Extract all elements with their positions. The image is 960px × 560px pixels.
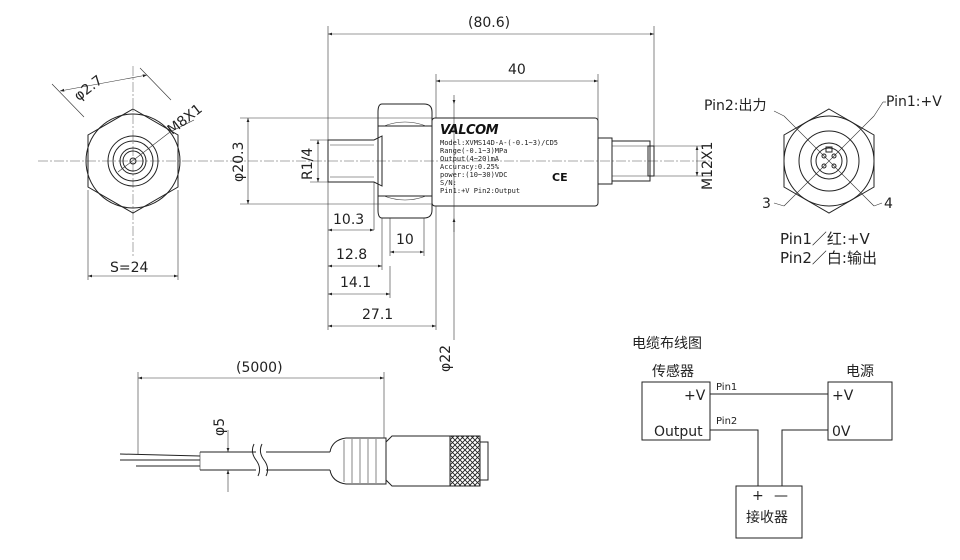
overall-length-label: (80.6) [468,15,510,31]
ce-mark: CE [552,171,568,184]
wire-pin2-label: Pin2 [716,416,737,427]
power-box [827,381,893,441]
wiring-title: 电缆布线图 [632,336,702,352]
outlet-thread-label: M12X1 [700,142,716,190]
sensor-side-view: VALCOM Model:XVMS14D-A-(-0.1~3)/CD5 Rang… [231,15,716,372]
body-length-label: 40 [508,62,526,78]
sensor-title: 传感器 [652,363,694,380]
cable-dia-label: φ5 [212,418,228,436]
dim-10-3: 10.3 [333,212,364,228]
label-line-power: power:(10~30)VDC [440,171,507,179]
hex-nut-outline [87,108,179,214]
label-line-accuracy: Accuracy:0.25% [440,163,500,171]
receiver-minus: — [774,488,788,504]
pressure-port [129,157,137,165]
across-flats-label: S=24 [110,260,149,276]
hex-nut-chamfer-circle [85,113,181,209]
cable-length-label: (5000) [236,360,283,376]
dim-10: 10 [396,232,414,248]
sensor-vplus: +V [684,388,706,404]
pin3-label: 3 [762,196,771,212]
label-line-sn: S/N: [440,179,457,187]
hex-side-dia-label: φ22 [438,345,454,372]
power-0v: 0V [832,424,851,440]
connector-end-view: Pin2:出力 Pin1:+V 3 4 Pin1／红:+V Pin2／白:输出 [704,94,942,267]
cable-view: (5000) φ5 [119,360,489,492]
inlet-thread-label: R1/4 [300,148,316,180]
brand-logo: VALCOM [440,123,499,138]
wiring-diagram: 电缆布线图 传感器 电源 +V Output +V 0V Pin1 Pin2 +… [632,336,893,539]
receiver-box [735,485,803,539]
label-line-output: Output(4~20)mA [440,155,500,163]
receiver-label: 接收器 [746,509,788,526]
sensor-box [641,381,711,441]
product-label: VALCOM Model:XVMS14D-A-(-0.1~3)/CD5 Rang… [440,123,568,195]
body-dia-label: φ20.3 [231,142,247,182]
pin1-label: Pin1:+V [886,94,942,110]
pin-legend-2: Pin2／白:输出 [780,249,877,267]
hex-dia-label: φ2.7 [71,72,106,104]
pin4-label: 4 [884,196,893,212]
dim-14-1: 14.1 [340,275,371,291]
pin2-label: Pin2:出力 [704,98,767,114]
pin-legend-1: Pin1／红:+V [780,230,871,248]
dim-12-8: 12.8 [336,247,367,263]
hex-thread-label: M8X1 [165,101,206,138]
hex-end-view: φ2.7 M8X1 S=24 [38,66,232,280]
receiver-plus: + [752,488,764,504]
wire-pin1-label: Pin1 [716,382,737,393]
label-line-model: Model:XVMS14D-A-(-0.1~3)/CD5 [440,139,558,147]
power-vplus: +V [832,388,854,404]
label-line-range: Range(-0.1~3)MPa [440,147,507,155]
sensor-output: Output [654,424,703,440]
dim-27-1: 27.1 [362,307,393,323]
power-title: 电源 [846,364,874,380]
label-line-pins: Pin1:+V Pin2:Output [440,187,520,195]
knurled-nut [449,435,481,487]
